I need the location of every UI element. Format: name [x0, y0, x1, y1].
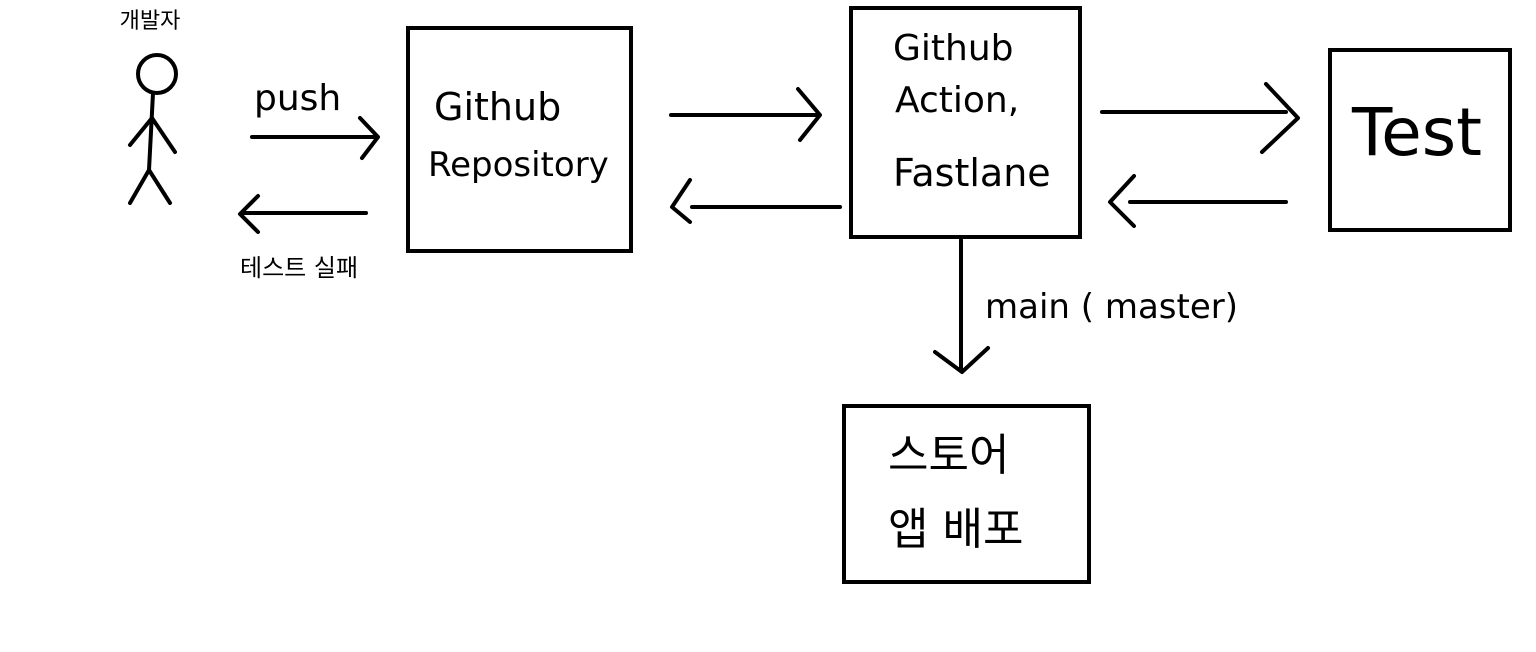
fail-arrow	[238, 194, 368, 234]
deploy-label: main ( master)	[985, 287, 1238, 327]
store-label-line1: 스토어	[888, 430, 1009, 481]
test-to-actions-arrow	[1108, 174, 1288, 228]
repository-box	[406, 26, 633, 253]
actions-box	[849, 6, 1082, 239]
actions-label-line1: Github	[893, 28, 1014, 69]
actions-to-repo-arrow	[670, 178, 842, 224]
store-label-line2: 앱 배포	[888, 504, 1023, 555]
developer-stick-figure	[128, 53, 178, 205]
repository-label-line2: Repository	[428, 145, 609, 185]
fail-label: 테스트 실패	[240, 254, 358, 282]
figure-legs	[128, 168, 172, 205]
actions-to-store-arrow	[933, 238, 990, 374]
developer-label: 개발자	[120, 9, 181, 34]
store-box	[842, 404, 1091, 584]
push-label: push	[254, 78, 341, 119]
repo-to-actions-arrow	[669, 87, 822, 142]
test-label: Test	[1351, 94, 1482, 171]
repository-label-line1: Github	[434, 85, 561, 129]
figure-head	[136, 53, 178, 95]
actions-label-line3: Fastlane	[893, 151, 1051, 195]
actions-to-test-arrow	[1100, 82, 1300, 154]
test-box	[1328, 48, 1512, 232]
figure-body	[147, 91, 155, 172]
figure-arms	[128, 116, 177, 154]
actions-label-line2: Action,	[895, 80, 1019, 121]
push-arrow	[250, 116, 380, 160]
